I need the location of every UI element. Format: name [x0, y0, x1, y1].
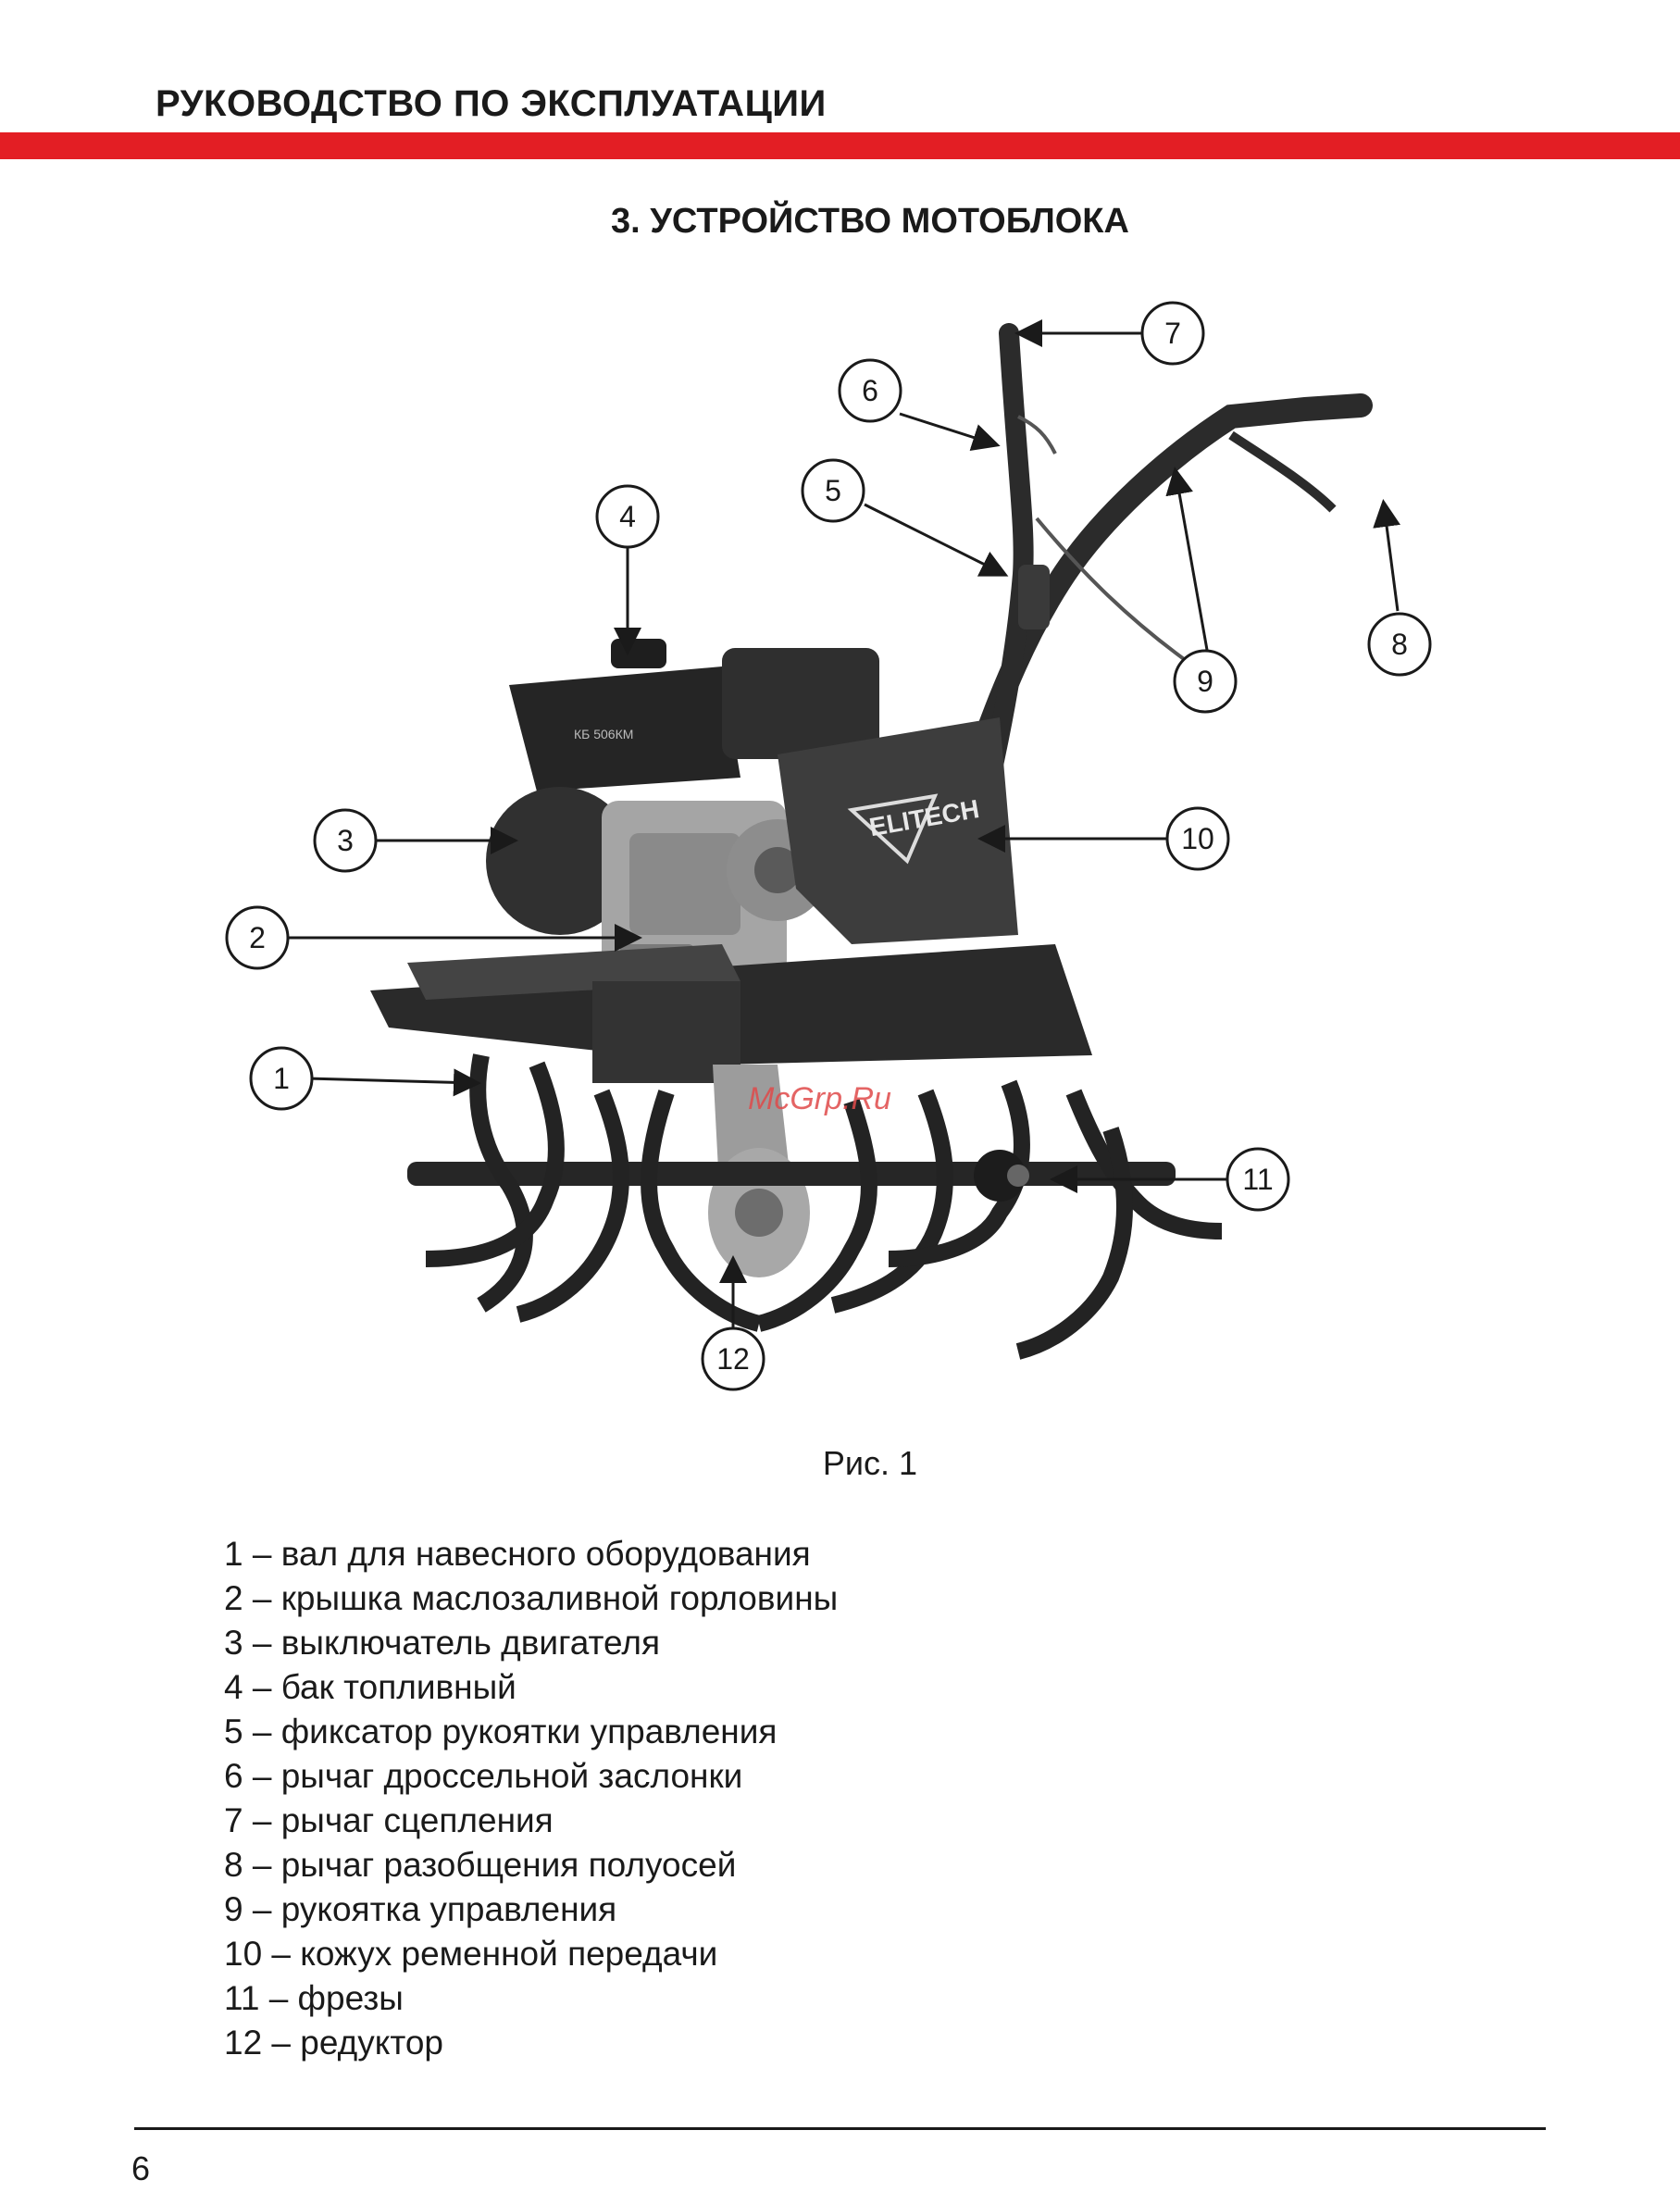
legend-item: 12 – редуктор — [224, 2024, 444, 2062]
legend-item: 6 – рычаг дроссельной заслонки — [224, 1757, 743, 1795]
callout-7: 7 — [1014, 301, 1205, 366]
legend-item: 9 – рукоятка управления — [224, 1890, 617, 1928]
parts-legend-list: 1 – вал для навесного оборудования 2 – к… — [224, 1532, 838, 2065]
engine-model-label: КБ 506КМ — [574, 727, 633, 741]
legend-item: 10 – кожух ременной передачи — [224, 1935, 718, 1973]
svg-text:5: 5 — [825, 474, 841, 507]
callout-2: 2 — [225, 905, 642, 970]
callout-5: 5 — [801, 458, 1009, 577]
svg-text:11: 11 — [1242, 1163, 1273, 1196]
callout-6: 6 — [838, 358, 1001, 451]
callout-3: 3 — [313, 808, 518, 873]
svg-text:3: 3 — [337, 824, 354, 857]
footer-divider — [134, 2127, 1546, 2130]
legend-item: 2 – крышка маслозаливной горловины — [224, 1579, 839, 1617]
fender-illustration — [370, 944, 1092, 1083]
callout-12: 12 — [701, 1255, 765, 1391]
svg-text:1: 1 — [273, 1062, 290, 1095]
legend-item: 8 – рычаг разобщения полуосей — [224, 1846, 737, 1884]
callout-11: 11 — [1050, 1147, 1290, 1212]
legend-item: 11 – фрезы — [224, 1979, 404, 2017]
section-title: 3. УСТРОЙСТВО МОТОБЛОКА — [611, 202, 1129, 241]
legend-item: 7 – рычаг сцепления — [224, 1801, 554, 1839]
control-handle-illustration — [960, 323, 1373, 790]
callout-8: 8 — [1367, 499, 1432, 677]
figure-caption: Рис. 1 — [822, 1444, 918, 1482]
legend-item: 5 – фиксатор рукоятки управления — [224, 1713, 778, 1750]
legend-item: 3 – выключатель двигателя — [224, 1624, 661, 1662]
svg-text:4: 4 — [619, 500, 636, 533]
svg-text:8: 8 — [1391, 628, 1408, 661]
callout-10: 10 — [977, 806, 1230, 871]
document-header-title: РУКОВОДСТВО ПО ЭКСПЛУАТАЦИИ — [156, 83, 827, 124]
svg-text:2: 2 — [249, 921, 266, 954]
legend-item: 1 – вал для навесного оборудования — [224, 1535, 811, 1573]
gearbox-illustration — [708, 1065, 810, 1277]
cultivator-figure: КБ 506КМ ELITECH — [204, 296, 1500, 1426]
callout-9: 9 — [1165, 467, 1238, 714]
legend-item: 4 – бак топливный — [224, 1668, 516, 1706]
callout-4: 4 — [595, 484, 660, 655]
watermark-text: McGrp.Ru — [748, 1081, 891, 1116]
belt-cover-illustration: ELITECH — [778, 717, 1018, 944]
svg-text:7: 7 — [1164, 317, 1181, 350]
callout-1: 1 — [249, 1046, 481, 1111]
tiller-tines-illustration — [407, 1053, 1223, 1360]
svg-text:12: 12 — [716, 1342, 750, 1376]
svg-text:10: 10 — [1181, 822, 1214, 855]
svg-text:6: 6 — [862, 374, 878, 407]
page-number: 6 — [131, 2149, 151, 2187]
cultivator-illustration: КБ 506КМ ELITECH — [225, 301, 1432, 1391]
header-red-bar — [0, 132, 1680, 159]
svg-text:9: 9 — [1197, 665, 1213, 698]
